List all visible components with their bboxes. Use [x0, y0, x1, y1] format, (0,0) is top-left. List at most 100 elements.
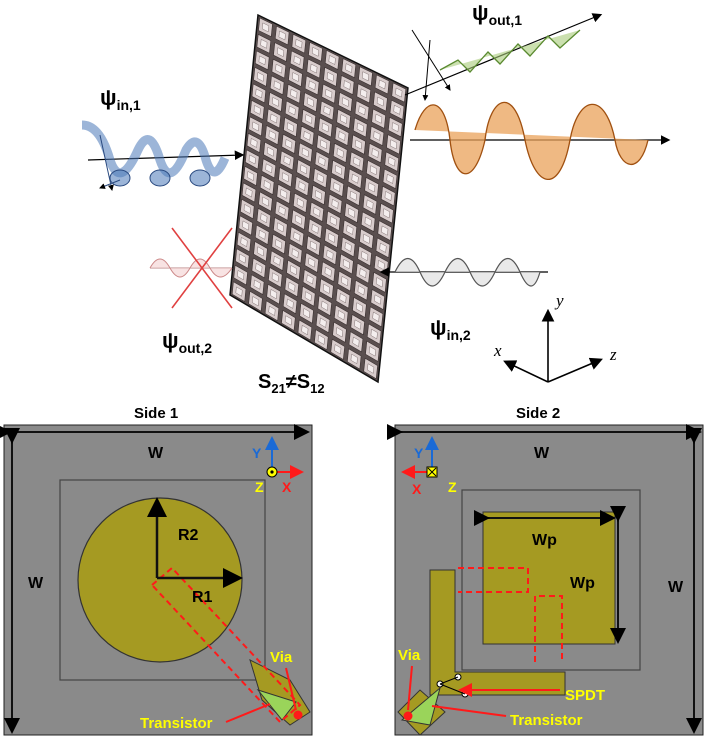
unit-cell-patch	[384, 191, 392, 202]
reflected-wave-1	[404, 13, 603, 101]
unit-cell-patch	[283, 155, 291, 166]
side-2-w-top-label: W	[534, 445, 550, 462]
unit-cell-patch	[289, 265, 298, 276]
unit-cell-patch	[388, 156, 396, 167]
unit-cell-patch	[395, 87, 403, 98]
unit-cell-patch	[328, 55, 336, 65]
unit-cell-patch	[318, 156, 326, 167]
unit-cell-patch	[288, 281, 296, 292]
unit-cell-patch	[309, 240, 317, 251]
unit-cell-patch	[375, 277, 383, 288]
unit-cell-patch	[257, 72, 265, 82]
unit-cell-patch	[308, 80, 316, 91]
unit-cell-patch	[311, 46, 320, 57]
unit-cell-patch	[326, 249, 334, 260]
unit-cell-patch	[334, 164, 343, 175]
unit-cell-patch	[300, 164, 308, 175]
unit-cell-patch	[335, 327, 344, 338]
axis-y-label: y	[554, 291, 564, 310]
unit-cell-patch	[295, 214, 303, 225]
incident-wave-2	[379, 257, 548, 287]
unit-cell-patch	[339, 293, 347, 304]
s-parameter-label: S21≠S12	[258, 371, 325, 396]
wp-right-label: Wp	[570, 575, 595, 592]
unit-cell-patch	[324, 266, 332, 277]
side-2-axis-x: X	[412, 481, 422, 497]
unit-cell-patch	[351, 173, 359, 184]
unit-cell-patch	[240, 237, 248, 248]
unit-cell-patch	[310, 63, 318, 74]
unit-cell-patch	[278, 205, 286, 216]
unit-cell-patch	[247, 171, 255, 181]
unit-cell-patch	[275, 239, 283, 250]
unit-cell-patch	[362, 233, 370, 244]
unit-cell-patch	[270, 113, 278, 124]
unit-cell-patch	[303, 130, 311, 141]
unit-cell-patch	[391, 122, 399, 133]
unit-cell-patch	[345, 63, 353, 73]
transmitted-wave-orange	[410, 101, 671, 181]
unit-cell-patch	[268, 305, 276, 316]
unit-cell-patch	[346, 224, 354, 235]
unit-cell-patch	[291, 72, 300, 82]
unit-cell-patch	[386, 173, 394, 184]
psi-in-2-label: ψin,2	[430, 315, 471, 343]
side-1-transistor-pointer	[225, 703, 271, 723]
unit-cell-patch	[372, 311, 380, 322]
unit-cell-patch	[322, 283, 330, 294]
unit-cell-patch	[352, 336, 360, 347]
unit-cell-patch	[341, 275, 349, 287]
unit-cell-patch	[273, 80, 281, 91]
side-1-transistor-label: Transistor	[140, 715, 213, 732]
unit-cell-patch	[284, 315, 292, 326]
psi-in-1-label: ψin,1	[100, 85, 141, 113]
wp-top-label: Wp	[532, 532, 557, 549]
unit-cell-patch	[301, 147, 309, 158]
unit-cell-patch	[313, 206, 321, 217]
unit-cell-patch	[301, 324, 309, 336]
unit-cell-patch	[237, 270, 245, 281]
side-2-via-pointer	[407, 665, 413, 711]
incident-wave-1	[81, 120, 245, 191]
unit-cell-patch	[278, 30, 286, 41]
unit-cell-patch	[338, 131, 346, 141]
unit-cell-patch	[265, 163, 273, 174]
transmitted-wave-2	[149, 227, 233, 309]
unit-cell-patch	[253, 105, 261, 115]
unit-cell-patch	[316, 173, 324, 184]
unit-cell-patch	[245, 187, 253, 198]
unit-cell-patch	[364, 216, 372, 227]
unit-cell-patch	[333, 181, 341, 192]
unit-cell-patch	[317, 334, 325, 345]
unit-cell-patch	[251, 296, 260, 307]
unit-cell-patch	[354, 139, 363, 150]
unit-cell-patch	[350, 353, 358, 365]
unit-cell-patch	[323, 105, 331, 116]
unit-cell-patch	[314, 190, 323, 200]
side-1-axis-z: Z	[255, 479, 264, 495]
unit-cell-patch	[357, 285, 365, 296]
side-2-transistor-pointer	[431, 705, 507, 717]
unit-cell-patch	[280, 188, 288, 199]
unit-cell-patch	[296, 197, 304, 208]
unit-cell-patch	[308, 257, 316, 268]
unit-cell-patch	[285, 138, 293, 149]
unit-cell-patch	[393, 104, 401, 115]
unit-cell-patch	[382, 208, 391, 219]
unit-cell-patch	[306, 97, 314, 108]
unit-cell-patch	[368, 346, 376, 357]
unit-cell-patch	[288, 105, 296, 116]
unit-cell-patch	[295, 38, 303, 49]
unit-cell-patch	[286, 122, 294, 133]
unit-cell-patch	[253, 279, 261, 290]
unit-cell-patch	[260, 213, 268, 224]
unit-cell-patch	[273, 255, 281, 266]
unit-cell-patch	[361, 250, 369, 262]
unit-cell-patch	[243, 204, 251, 214]
side-2-w-right-label: W	[668, 579, 684, 596]
unit-cell-patch	[293, 231, 301, 242]
unit-cell-patch	[303, 308, 311, 319]
unit-cell-patch	[275, 63, 283, 74]
unit-cell-patch	[293, 55, 301, 66]
